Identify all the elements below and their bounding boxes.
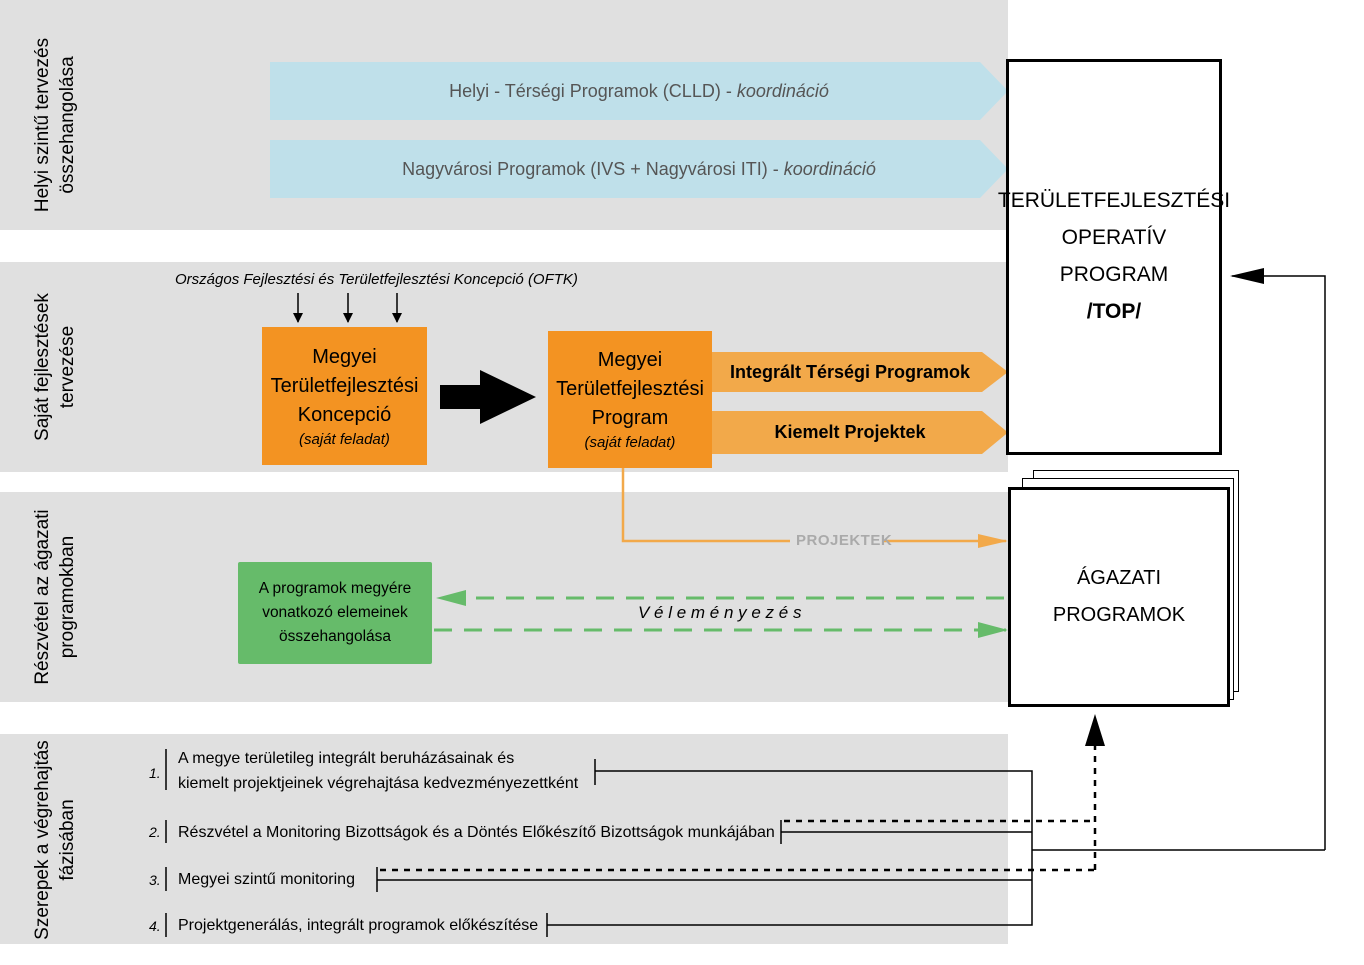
band-roles [0,734,1008,944]
top-operative-program-box: TERÜLETFEJLESZTÉSI OPERATÍV PROGRAM /TOP… [998,59,1230,455]
county-concept-box: Megyei Területfejlesztési Koncepció (saj… [262,327,427,465]
role-text-1: A megye területileg integrált beruházása… [178,750,579,792]
coordination-box: A programok megyére vonatkozó elemeinek … [238,562,432,664]
role-solid-lines [376,268,1326,937]
role-dotted-lines [380,745,1097,872]
oftk-arrows [293,293,402,323]
role-text-4: Projektgenerálás, integrált programok el… [178,917,539,934]
role-number-1: 1. [149,765,161,781]
role-number-2: 2. [149,824,161,840]
velemenyezes-label: V é l e m é n y e z é s [638,603,802,622]
clld-program-arrow: Helyi - Térségi Programok (CLLD) - koord… [270,62,1008,120]
sector-up-arrow [1085,714,1105,746]
concept-to-program-arrow [440,370,536,424]
ivs-iti-program-arrow: Nagyvárosi Programok (IVS + Nagyvárosi I… [270,140,1008,198]
integrated-programs-arrow: Integrált Térségi Programok [712,352,1008,392]
projektek-label: PROJEKTEK [796,532,893,549]
oftk-label: Országos Fejlesztési és Területfejleszté… [175,271,578,288]
key-projects-arrow: Kiemelt Projektek [712,411,1008,454]
role-number-4: 4. [149,918,161,934]
role-text-3: Megyei szintű monitoring [178,871,355,888]
role-text-2: Részvétel a Monitoring Bizottságok és a … [178,824,775,841]
county-program-box: Megyei Területfejlesztési Program (saját… [548,331,712,468]
projektek-line [621,468,790,543]
role-number-3: 3. [149,872,161,888]
sector-programs-box: ÁGAZATI PROGRAMOK [1008,487,1230,707]
